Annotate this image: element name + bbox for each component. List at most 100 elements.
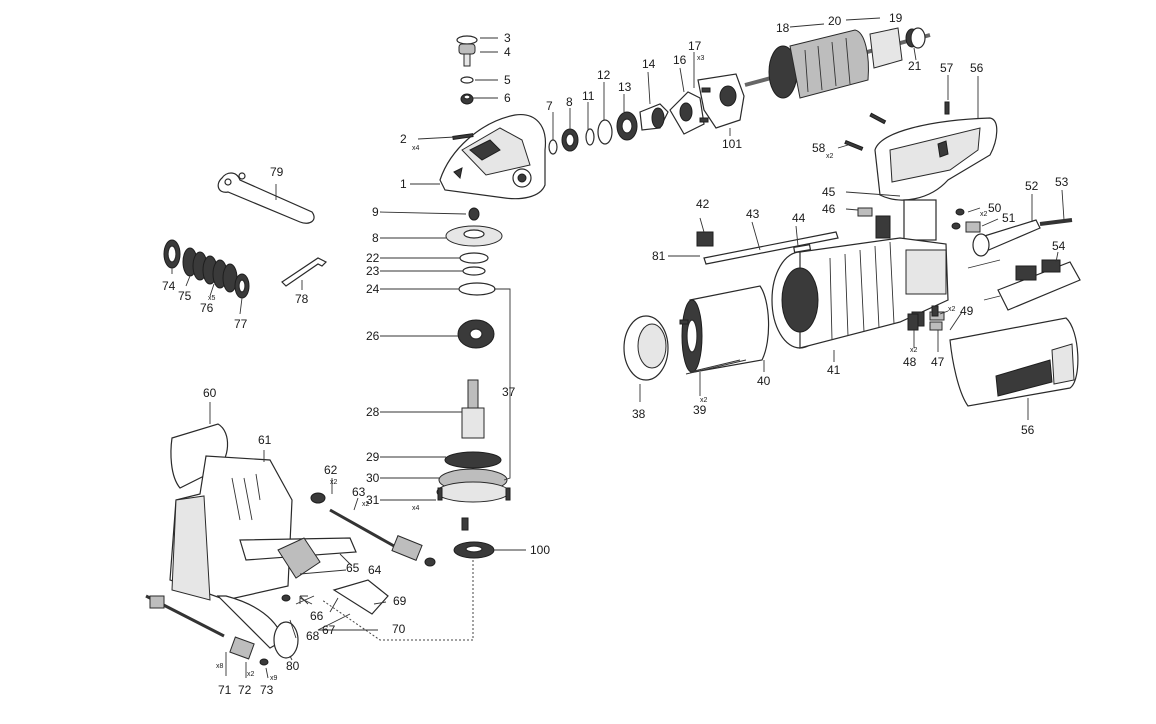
label-1: 1 [400,177,407,191]
qty-31: x4 [412,505,420,512]
cord-protector-52-53 [972,218,1073,257]
label-18: 18 [776,21,790,35]
label-62: 62 [324,463,338,477]
top-parts-3-6 [456,35,478,105]
label-53: 53 [1055,175,1069,189]
rear-housing-cover-56-top [844,101,998,201]
qty-72: x2 [247,671,255,678]
label-56-bottom: 56 [1021,423,1035,437]
label-100: 100 [530,543,550,557]
label-13: 13 [618,80,632,94]
qty-58: x2 [826,153,834,160]
qty-17: x3 [697,55,705,62]
label-12: 12 [597,68,611,82]
label-9: 9 [372,205,379,219]
qty-63: x2 [362,501,370,508]
parts-drawing [145,27,1081,666]
label-49: 49 [960,304,974,318]
label-77: 77 [234,317,248,331]
label-8b: 8 [372,231,379,245]
qty-49: x2 [948,306,956,313]
hex-key-78 [281,257,328,287]
label-48: 48 [903,355,917,369]
label-43: 43 [746,207,760,221]
label-41: 41 [827,363,841,377]
screw-2 [452,133,474,140]
qty-48: x2 [910,347,918,354]
spindle-group-9-31 [436,207,511,559]
label-71: 71 [218,683,232,697]
label-21: 21 [908,59,922,73]
label-61: 61 [258,433,272,447]
label-74: 74 [162,279,176,293]
label-37: 37 [502,385,516,399]
label-29: 29 [366,450,380,464]
label-78: 78 [295,292,309,306]
label-80: 80 [286,659,300,673]
label-72: 72 [238,683,252,697]
motor-housing-41 [771,237,949,349]
armature-18-21 [744,27,931,99]
label-58: 58 [812,141,826,155]
label-73: 73 [260,683,274,697]
label-47: 47 [931,355,945,369]
label-17: 17 [688,39,702,53]
label-2: 2 [400,132,407,146]
electronic-module-54 [967,259,1081,311]
label-20: 20 [828,14,842,28]
label-19: 19 [889,11,903,25]
label-76: 76 [200,301,214,315]
side-handle-spring-74-77 [163,239,250,299]
label-75: 75 [178,289,192,303]
label-60: 60 [203,386,217,400]
label-16: 16 [673,53,687,67]
label-14: 14 [642,57,656,71]
qty-62: x2 [330,479,338,486]
label-28: 28 [366,405,380,419]
label-42: 42 [696,197,710,211]
label-38: 38 [632,407,646,421]
switch-assembly-42-46 [696,199,981,265]
label-57: 57 [940,61,954,75]
label-6: 6 [504,91,511,105]
fan-baffle-38 [623,315,669,381]
label-64: 64 [368,563,382,577]
label-22: 22 [366,251,380,265]
label-52: 52 [1025,179,1039,193]
label-26: 26 [366,329,380,343]
label-54: 54 [1052,239,1066,253]
part-number-labels: 3 4 5 6 2 x4 1 7 8 11 12 13 14 16 17 x3 … [162,11,1069,697]
spanner-wrench-79 [217,172,315,224]
qty-39: x2 [700,397,708,404]
qty-2: x4 [412,145,420,152]
label-66: 66 [310,609,324,623]
label-63: 63 [352,485,366,499]
label-50: 50 [988,201,1002,215]
label-45: 45 [822,185,836,199]
label-23: 23 [366,264,380,278]
qty-50: x2 [980,211,988,218]
bearing-stack-7-17 [548,73,745,155]
label-46: 46 [822,202,836,216]
label-8: 8 [566,95,573,109]
qty-73: x9 [270,675,278,682]
label-70: 70 [392,622,406,636]
label-3: 3 [504,31,511,45]
label-40: 40 [757,374,771,388]
label-79: 79 [270,165,284,179]
label-56-top: 56 [970,61,984,75]
label-65: 65 [346,561,360,575]
label-67: 67 [322,623,336,637]
carbon-brushes-47-49 [907,305,963,331]
qty-76: x5 [208,295,216,302]
qty-71: x8 [216,663,224,670]
label-44: 44 [792,211,806,225]
wall-chaser-guard-60-80 [145,423,436,666]
label-24: 24 [366,282,380,296]
label-11: 11 [582,89,595,103]
label-30: 30 [366,471,380,485]
label-7: 7 [546,99,553,113]
label-101: 101 [722,137,742,151]
label-81: 81 [652,249,666,263]
